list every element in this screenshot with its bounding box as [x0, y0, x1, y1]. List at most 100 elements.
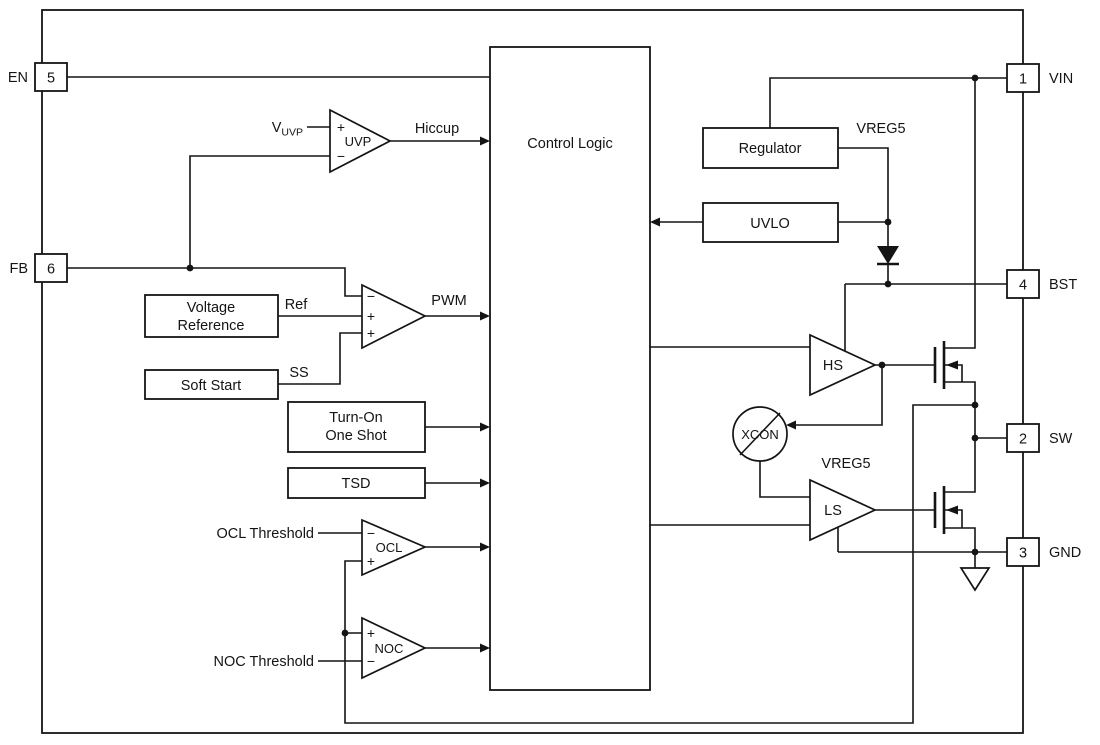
- voltage-reference-block: Voltage Reference: [144, 294, 279, 338]
- regulator-box: [702, 127, 839, 169]
- pin-gnd: 3 GND: [1006, 537, 1081, 567]
- pin-fb-box: [34, 253, 68, 283]
- turn-on-one-shot-box: [287, 401, 426, 453]
- uvlo-block: UVLO: [702, 202, 839, 243]
- pin-fb-number: 6: [47, 262, 55, 278]
- hs-driver-label: HS: [823, 358, 843, 374]
- noc-comparator: + − NOC: [361, 616, 427, 680]
- junction-dot: [884, 218, 892, 226]
- pin-vin-box: [1006, 63, 1040, 93]
- fb-uvp-branch-wire: [189, 155, 330, 268]
- vreg5-ls-label: VREG5: [821, 456, 870, 472]
- turn-on-one-shot-block: Turn-On One Shot: [287, 401, 426, 453]
- noc-triangle: [361, 616, 427, 680]
- error-amp-minus-sign: −: [367, 288, 375, 304]
- hiccup-label: Hiccup: [415, 121, 459, 137]
- voltage-reference-box: [144, 294, 279, 338]
- voltage-reference-label-line2: Reference: [178, 318, 245, 334]
- soft-start-box: [144, 369, 279, 400]
- pin-sw: 2 SW: [1006, 423, 1073, 453]
- pin-en-number: 5: [47, 71, 55, 87]
- ls-driver-triangle: [809, 478, 878, 542]
- arrowhead-uvlo: [650, 217, 660, 227]
- ls-driver: LS: [809, 478, 878, 542]
- pin-fb-label: FB: [9, 261, 28, 277]
- xcon-ls-wire: [759, 461, 810, 498]
- arrowhead-hiccup: [480, 136, 490, 146]
- pin-sw-number: 2: [1019, 432, 1027, 448]
- junction-dot: [971, 74, 979, 82]
- uvlo-label: UVLO: [750, 216, 790, 232]
- noc-minus-sign: −: [367, 653, 375, 669]
- ocl-comparator: − + OCL: [361, 518, 428, 577]
- hs-drain-wire: [944, 78, 976, 349]
- diode-triangle: [877, 246, 899, 264]
- soft-start-label: Soft Start: [181, 378, 241, 394]
- vuvp-label: VUVP: [272, 120, 303, 139]
- control-logic-label: Control Logic: [527, 136, 612, 152]
- uvp-minus-sign: −: [337, 148, 345, 164]
- ls-mosfet-body-arrow-icon: [946, 505, 958, 515]
- noc-label: NOC: [375, 641, 404, 656]
- current-sense-wire: [344, 404, 975, 724]
- noc-threshold-label: NOC Threshold: [214, 654, 314, 670]
- ocl-plus-sign: +: [367, 553, 375, 569]
- vuvp-label-sub: UVP: [281, 127, 303, 139]
- pin-gnd-box: [1006, 537, 1040, 567]
- junction-dot: [341, 629, 349, 637]
- arrowhead-ocl: [480, 542, 490, 552]
- signal-labels: VUVP Hiccup PWM Ref SS VREG5 VREG5 OCL T…: [214, 120, 906, 670]
- uvp-comparator: + − UVP: [329, 108, 392, 174]
- hs-mosfet: [933, 341, 958, 389]
- pin-bst-number: 4: [1019, 278, 1027, 294]
- tsd-label: TSD: [342, 476, 371, 492]
- ref-label: Ref: [285, 297, 309, 313]
- uvlo-box: [702, 202, 839, 243]
- junction-dot: [971, 434, 979, 442]
- xcon-label: XCON: [741, 427, 779, 442]
- pin-vin-label: VIN: [1049, 71, 1073, 87]
- pin-sw-label: SW: [1049, 431, 1073, 447]
- ocl-triangle: [361, 518, 428, 577]
- junction-dot: [884, 280, 892, 288]
- ls-source-wire: [944, 527, 976, 552]
- uvp-label: UVP: [345, 134, 372, 149]
- hs-mosfet-body-arrow-icon: [946, 360, 958, 370]
- arrowhead-noc: [480, 643, 490, 653]
- uvp-plus-sign: +: [337, 119, 345, 135]
- pwm-label: PWM: [431, 293, 466, 309]
- pin-en: 5 EN: [8, 62, 68, 92]
- junction-dot: [971, 548, 979, 556]
- uvp-triangle: [329, 108, 392, 174]
- ls-driver-label: LS: [824, 503, 842, 519]
- pin-vin: 1 VIN: [1006, 63, 1073, 93]
- ocl-threshold-label: OCL Threshold: [216, 526, 314, 542]
- pin-en-box: [34, 62, 68, 92]
- regulator-block: Regulator: [702, 127, 839, 169]
- noc-plus-sign: +: [367, 625, 375, 641]
- hs-driver-triangle: [809, 333, 878, 397]
- pin-en-label: EN: [8, 70, 28, 86]
- junction-dots: [186, 74, 979, 637]
- pin-bst-label: BST: [1049, 277, 1077, 293]
- xcon-slash: [739, 412, 781, 456]
- arrowhead-xcon: [786, 420, 796, 430]
- error-amp-plus-sign-2: +: [367, 325, 375, 341]
- pin-fb: 6 FB: [9, 253, 68, 283]
- arrowhead-oneshot: [480, 422, 490, 432]
- bootstrap-diode-icon: [877, 246, 899, 266]
- arrowhead-tsd: [480, 478, 490, 488]
- error-amp-plus-sign-1: +: [367, 308, 375, 324]
- regulator-label: Regulator: [739, 141, 802, 157]
- junction-dot: [971, 401, 979, 409]
- error-amplifier: − + +: [361, 283, 427, 350]
- ocl-label: OCL: [376, 540, 403, 555]
- arrowheads: [480, 136, 796, 653]
- turn-on-one-shot-label-line1: Turn-On: [329, 410, 382, 426]
- arrowhead-pwm: [480, 311, 490, 321]
- junction-dot: [186, 264, 194, 272]
- tsd-block: TSD: [287, 467, 426, 499]
- ss-label: SS: [289, 365, 308, 381]
- pin-bst: 4 BST: [1006, 269, 1077, 299]
